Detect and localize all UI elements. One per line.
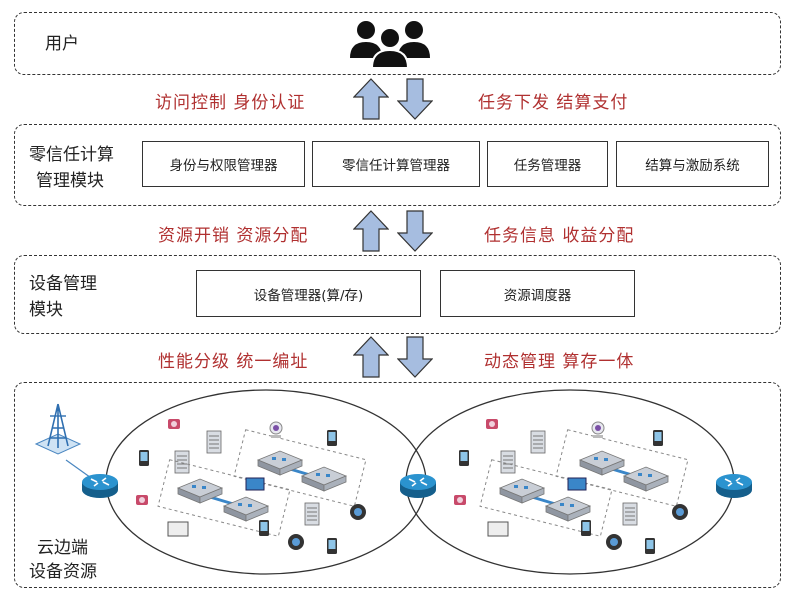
cloud-edge-title-line1: 云边端	[37, 538, 88, 558]
storage-icon	[223, 496, 269, 522]
phone-icon	[327, 538, 337, 554]
task-manager-box: 任务管理器	[487, 141, 608, 187]
router-icon	[81, 473, 119, 499]
cloud-edge-device-layer: 云边端 设备资源	[14, 382, 781, 588]
resource-scheduler-box: 资源调度器	[440, 270, 635, 317]
router-icon	[715, 473, 753, 499]
settlement-incentive-system-box: 结算与激励系统	[616, 141, 769, 187]
up-arrow-icon	[353, 336, 389, 378]
zero-trust-title-line2: 管理模块	[36, 171, 104, 191]
phone-icon	[653, 430, 663, 446]
identity-permission-manager-box: 身份与权限管理器	[142, 141, 305, 187]
phone-icon	[459, 450, 469, 466]
up-arrow-icon	[353, 78, 389, 120]
arrow-label-right-2: 任务信息 收益分配	[484, 226, 635, 246]
zero-trust-computing-manager-box: 零信任计算管理器	[312, 141, 480, 187]
camera-icon	[486, 419, 498, 429]
router-icon	[399, 473, 437, 499]
users-layer-title: 用户	[45, 34, 79, 54]
phone-icon	[327, 430, 337, 446]
phone-icon	[645, 538, 655, 554]
server-icon	[500, 450, 516, 474]
up-arrow-icon	[353, 210, 389, 252]
phone-icon	[259, 520, 269, 536]
camera-icon	[136, 495, 148, 505]
down-arrow-icon	[397, 336, 433, 378]
down-arrow-icon	[397, 210, 433, 252]
camera-icon	[269, 421, 283, 439]
arrow-label-right-1: 任务下发 结算支付	[478, 93, 629, 113]
network-illustration	[34, 389, 753, 575]
arrow-label-left-1: 访问控制 身份认证	[155, 93, 306, 113]
users-icon	[350, 21, 430, 69]
cell-tower-icon	[34, 403, 82, 455]
zero-trust-layer: 零信任计算 管理模块	[14, 124, 781, 206]
robot-icon	[288, 534, 304, 550]
users-layer: 用户	[14, 12, 781, 75]
camera-icon	[454, 495, 466, 505]
robot-icon	[350, 504, 366, 520]
phone-icon	[139, 450, 149, 466]
down-arrow-icon	[397, 78, 433, 120]
storage-icon	[545, 496, 591, 522]
arrow-label-right-3: 动态管理 算存一体	[484, 352, 635, 372]
server-icon	[530, 430, 546, 454]
server-icon	[206, 430, 222, 454]
device-management-title-line2: 模块	[29, 300, 63, 320]
storage-icon	[623, 466, 669, 492]
camera-icon	[168, 419, 180, 429]
server-icon	[622, 502, 638, 526]
arrow-label-left-3: 性能分级 统一编址	[158, 352, 309, 372]
server-icon	[304, 502, 320, 526]
storage-icon	[301, 466, 347, 492]
arrow-label-left-2: 资源开销 资源分配	[158, 226, 309, 246]
camera-icon	[591, 421, 605, 439]
zero-trust-title-line1: 零信任计算	[29, 145, 114, 165]
robot-icon	[606, 534, 622, 550]
robot-icon	[672, 504, 688, 520]
device-management-title-line1: 设备管理	[29, 274, 97, 294]
device-management-layer: 设备管理 模块	[14, 255, 781, 334]
device-manager-box: 设备管理器(算/存)	[196, 270, 421, 317]
cloud-edge-title-line2: 设备资源	[29, 562, 97, 582]
phone-icon	[581, 520, 591, 536]
